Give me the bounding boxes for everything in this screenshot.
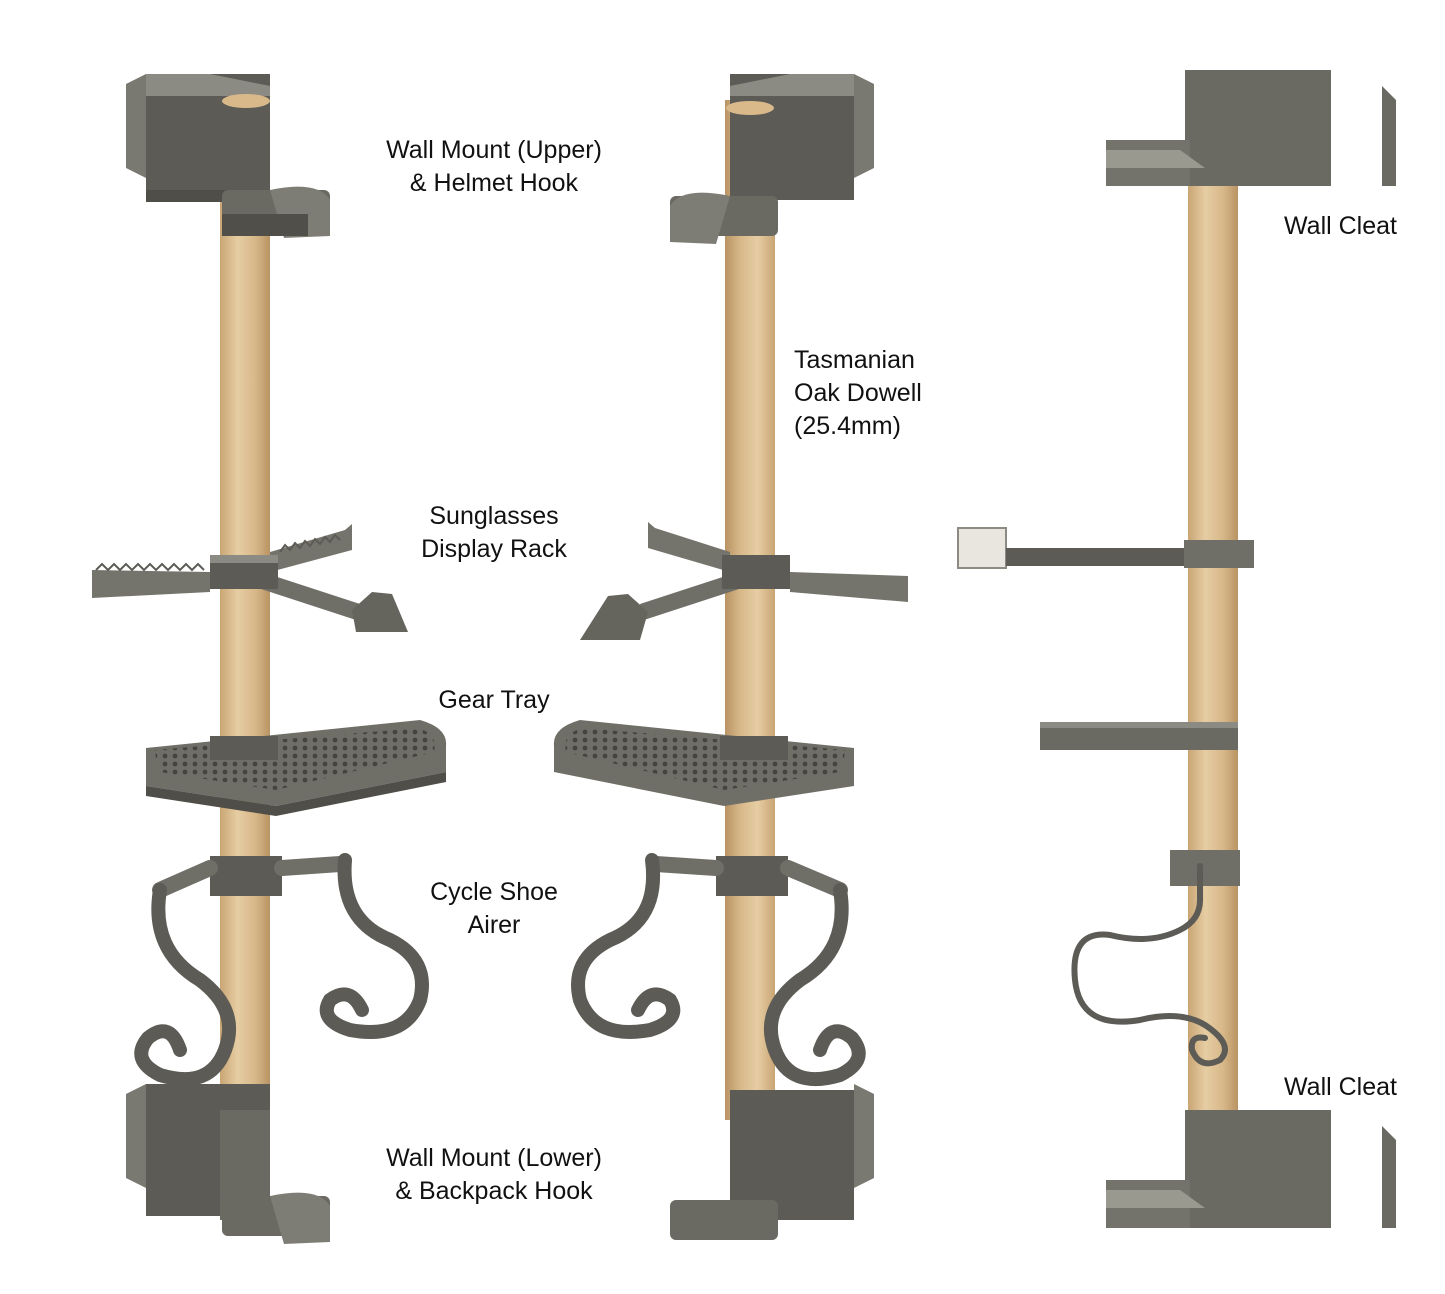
label-sunglasses-rack: Sunglasses Display Rack — [421, 502, 567, 563]
label-shoe-airer: Cycle Shoe Airer — [430, 878, 558, 939]
label-wall-mount-upper: Wall Mount (Upper) & Helmet Hook — [386, 136, 602, 197]
left-upper-wall-mount — [126, 74, 330, 238]
label-wall-cleat-bottom: Wall Cleat — [1284, 1073, 1397, 1101]
right-side-view — [957, 70, 1396, 1228]
label-gear-tray: Gear Tray — [438, 686, 550, 714]
wall-cleat-top-shape — [1382, 86, 1396, 186]
label-wall-mount-lower: Wall Mount (Lower) & Backpack Hook — [386, 1144, 602, 1205]
wall-cleat-bottom-shape — [1382, 1126, 1396, 1228]
left-lower-wall-mount — [126, 1084, 330, 1244]
helmet-hook — [222, 186, 330, 238]
middle-assembly — [553, 74, 908, 1240]
left-dowel — [220, 100, 270, 1120]
label-wall-cleat-top: Wall Cleat — [1284, 212, 1397, 240]
left-gear-tray — [146, 720, 447, 816]
left-shoe-airer — [134, 853, 429, 1087]
left-assembly — [92, 74, 447, 1244]
backpack-hook — [222, 1192, 330, 1244]
left-sunglasses-rack — [92, 524, 408, 632]
right-dowel — [1188, 186, 1238, 1116]
label-dowel: Tasmanian Oak Dowell (25.4mm) — [794, 346, 922, 440]
